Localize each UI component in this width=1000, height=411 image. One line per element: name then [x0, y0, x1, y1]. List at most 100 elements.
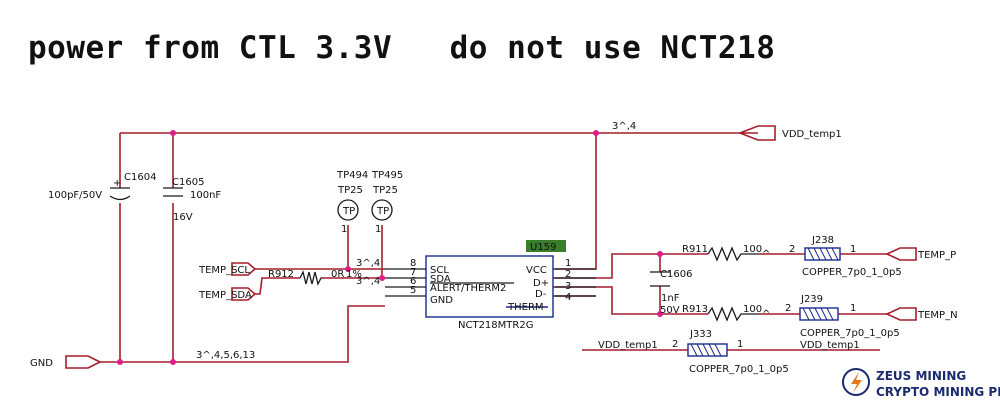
ic-pin-num: 8	[410, 258, 416, 269]
j239-pin: 2	[785, 303, 791, 314]
ic-pin-name: SDA	[430, 274, 451, 285]
junction-dot	[657, 311, 663, 317]
r912-value: 0R	[331, 269, 344, 280]
c1605-value: 100nF	[190, 190, 221, 201]
c1606-voltage: 50V	[660, 305, 680, 316]
ic-badge-bg	[526, 240, 566, 252]
tp494-type: TP25	[337, 185, 363, 196]
capacitor-c1605: C1605 100nF 16V	[163, 177, 221, 223]
net-flag-scl: TEMP_SCL 3^,4	[198, 258, 380, 276]
jumper-j239: J239 2 1 COPPER_7p0_1_0p5	[785, 294, 900, 339]
test-point-tp495: TP495 TP25 TP 1	[371, 170, 403, 235]
page-ref-sda: 3^,4	[356, 276, 380, 287]
ic-right-pin-lines	[553, 268, 596, 297]
capacitor-c1604: + C1604 100pF/50V	[48, 172, 156, 201]
watermark-line1: ZEUS MINING	[876, 369, 966, 383]
j333-part: COPPER_7p0_1_0p5	[689, 364, 789, 375]
net-flag-gnd: GND 3^,4,5,6,13	[30, 350, 255, 369]
j239-pin: 1	[850, 303, 856, 314]
resistor-r912: R912 0R 1%	[268, 269, 362, 286]
watermark-logo: ZEUS MINING CRYPTO MINING PRO	[842, 368, 1000, 399]
net-label-scl: TEMP_SCL	[198, 265, 250, 276]
ic-pin-name: THERM	[507, 302, 544, 313]
tp495-pin: 1	[375, 224, 381, 235]
ic-pin-num: 5	[410, 285, 416, 296]
ic-pin-num: 1	[565, 258, 571, 269]
j239-ref: J239	[800, 294, 823, 305]
resistor-r913: R913 100 ^	[682, 304, 770, 322]
page-ref-scl: 3^,4	[356, 258, 380, 269]
ic-pin-num: 4	[565, 292, 571, 303]
resistor-r911: R911 100 ^	[682, 244, 770, 262]
c1606-value: 1nF	[661, 293, 680, 304]
gnd-rail-wire	[100, 305, 385, 363]
ic-pin-num: 3	[565, 281, 571, 292]
junction-dot	[117, 359, 123, 365]
ic-badge: U159	[530, 242, 556, 253]
r911-value: 100	[743, 244, 762, 255]
c1604-value: 100pF/50V	[48, 190, 102, 201]
j238-part: COPPER_7p0_1_0p5	[802, 267, 902, 278]
j333-pin: 2	[672, 339, 678, 350]
junction-dot	[170, 359, 176, 365]
tp494-ref: TP494	[336, 170, 368, 181]
r911-ref: R911	[682, 244, 708, 255]
r913-value: 100	[743, 304, 762, 315]
j238-pin: 2	[789, 244, 795, 255]
net-label-temp-p: TEMP_P	[917, 250, 956, 261]
ic-part-number: NCT218MTR2G	[458, 320, 533, 331]
tp495-ref: TP495	[371, 170, 403, 181]
capacitor-c1606: C1606 1nF 50V	[650, 269, 692, 316]
watermark-line2: CRYPTO MINING PRO	[876, 385, 1000, 399]
net-flag-temp-p: TEMP_P	[885, 247, 956, 261]
net-label-vdd-bottom-left: VDD_temp1	[598, 340, 658, 351]
test-point-tp494: TP494 TP25 TP 1	[336, 170, 368, 235]
junction-dot	[170, 130, 176, 136]
tp494-glyph: TP	[342, 206, 355, 217]
r913-ref: R913	[682, 304, 708, 315]
r913-suffix: ^	[762, 309, 770, 320]
junction-dot	[345, 266, 351, 272]
net-flag-vdd-top: VDD_temp1 3^,4	[612, 121, 842, 141]
page-ref-top: 3^,4	[612, 121, 636, 132]
ic-u159: U159 NCT218MTR2G 8 7 6 5 SCL SDA ALERT/T…	[385, 240, 596, 331]
c1604-ref: C1604	[124, 172, 156, 183]
bolt-circle-icon	[842, 368, 870, 396]
ic-pin-name: D+	[533, 278, 549, 289]
j238-pin: 1	[850, 244, 856, 255]
ic-pin-num: 2	[565, 269, 571, 280]
junction-dot	[657, 251, 663, 257]
ic-pin-name: ALERT/THERM2	[430, 283, 506, 294]
tp494-pin: 1	[341, 224, 347, 235]
net-label-sda: TEMP_SDA	[198, 290, 252, 301]
j333-pin: 1	[737, 339, 743, 350]
j239-part: COPPER_7p0_1_0p5	[800, 328, 900, 339]
polarity-mark: +	[113, 178, 121, 189]
c1605-ref: C1605	[172, 177, 204, 188]
j238-ref: J238	[811, 235, 834, 246]
ic-pin-num: 6	[410, 276, 416, 287]
net-label-gnd: GND	[30, 358, 53, 369]
tp495-icon	[371, 199, 393, 221]
tp495-type: TP25	[372, 185, 398, 196]
r912-tol: 1%	[346, 269, 362, 280]
junction-dot	[379, 275, 385, 281]
c1605-voltage: 16V	[173, 212, 193, 223]
wires	[100, 132, 887, 363]
net-label-vdd: VDD_temp1	[782, 129, 842, 140]
jumper-j333: J333 2 1 COPPER_7p0_1_0p5	[672, 329, 789, 375]
net-flag-sda: TEMP_SDA 3^,4	[198, 276, 380, 301]
junctions	[117, 130, 663, 365]
ic-pin-name: VCC	[526, 265, 547, 276]
ic-pin-num: 7	[410, 267, 416, 278]
lightning-bolt-icon	[851, 372, 862, 393]
ic-left-pin-lines	[385, 268, 426, 297]
c1606-ref: C1606	[660, 269, 692, 280]
ic-pin-name: D-	[535, 289, 547, 300]
sda-wire-a	[255, 277, 300, 295]
ic-pin-name: GND	[430, 295, 453, 306]
schematic-title: power from CTL 3.3V do not use NCT218	[28, 30, 776, 66]
tp494-icon	[337, 199, 359, 221]
r912-ref: R912	[268, 269, 294, 280]
